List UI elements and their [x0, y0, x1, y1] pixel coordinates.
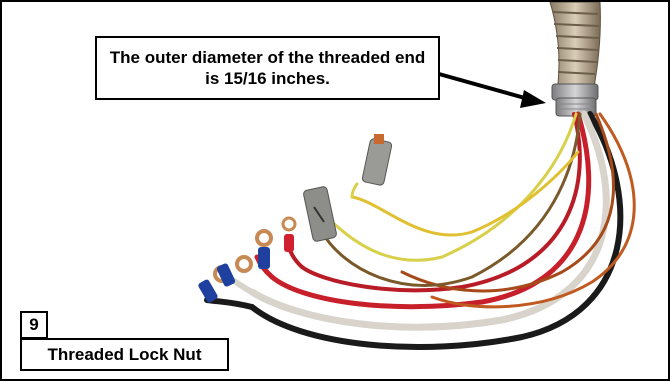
ring-terminal-3 — [255, 229, 273, 269]
step-label: Threaded Lock Nut — [20, 338, 229, 371]
threaded-lock-nut — [551, 83, 599, 117]
wire-bundle — [248, 110, 636, 350]
ring-terminal-4 — [281, 216, 297, 252]
ring-terminal-2 — [216, 255, 253, 287]
terminal-leads — [204, 182, 359, 310]
callout-arrow — [438, 72, 546, 108]
callout-box: The outer diameter of the threaded end i… — [95, 36, 440, 100]
connector-plug-small — [361, 134, 393, 186]
connector-plug-large — [303, 186, 337, 242]
step-number: 9 — [20, 311, 48, 339]
flexible-conduit — [549, 2, 601, 88]
